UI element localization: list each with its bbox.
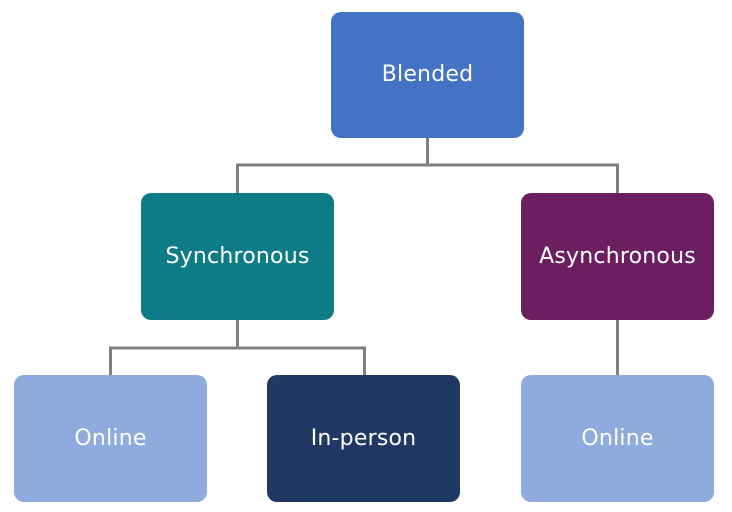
node-asynchronous: Asynchronous [521, 193, 714, 320]
node-in-person: In-person [267, 375, 460, 502]
node-synchronous-online: Online [14, 375, 207, 502]
node-label: In-person [310, 425, 417, 451]
node-synchronous: Synchronous [141, 193, 334, 320]
node-label: Online [74, 425, 147, 451]
node-label: Blended [381, 62, 474, 87]
node-blended: Blended [331, 12, 524, 138]
node-label: Synchronous [165, 243, 310, 269]
node-label: Asynchronous [539, 243, 696, 269]
node-asynchronous-online: Online [521, 375, 714, 502]
node-label: Online [581, 425, 654, 451]
